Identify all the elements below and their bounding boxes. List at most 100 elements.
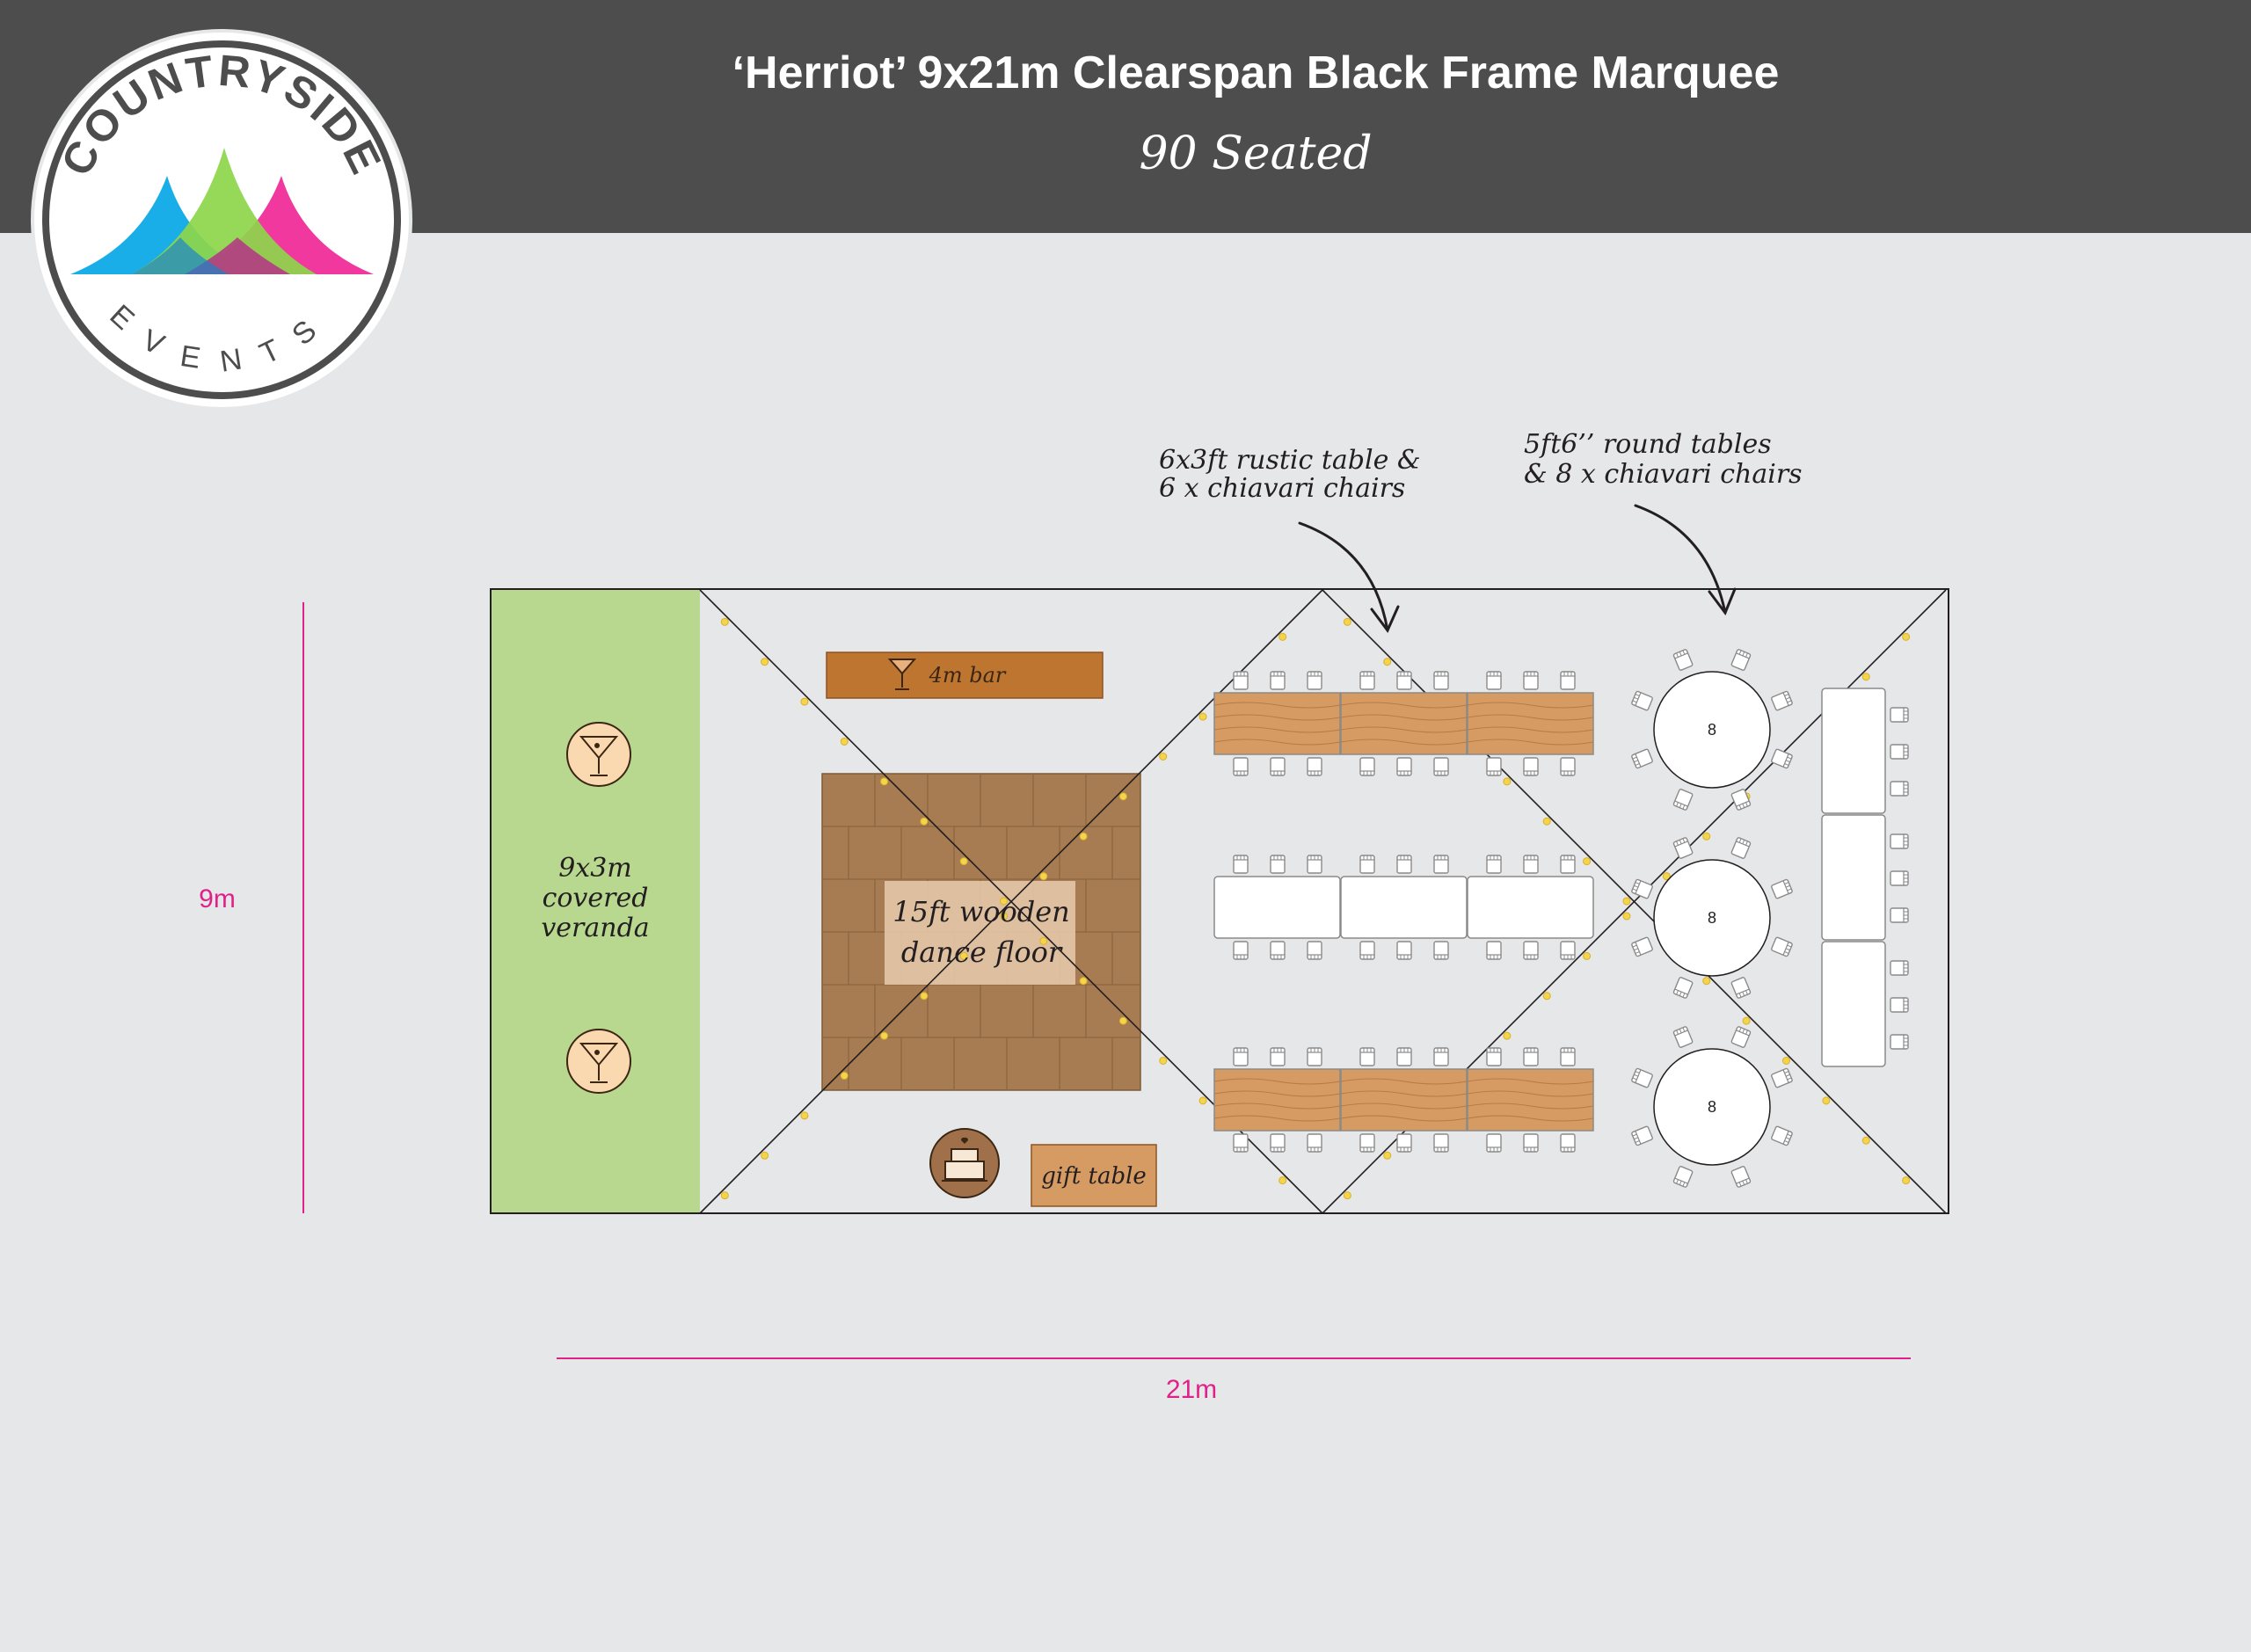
festoon-bulb xyxy=(1039,872,1048,881)
festoon-bulb xyxy=(1861,1136,1870,1145)
wood-grain xyxy=(1213,1103,1341,1110)
chiavari-chair xyxy=(1890,833,1909,849)
chiavari-chair xyxy=(1307,1047,1322,1066)
wood-grain xyxy=(1340,714,1468,721)
chiavari-chair xyxy=(1307,757,1322,776)
festoon-bulb xyxy=(1861,673,1870,681)
chiavari-chair xyxy=(1396,855,1412,874)
chiavari-chair xyxy=(1270,941,1286,960)
cocktail-icon xyxy=(566,1029,631,1094)
wood-grain xyxy=(1467,1115,1594,1122)
chiavari-chair xyxy=(1560,671,1576,690)
countryside-events-logo: COUNTRYSIDE EVENTS xyxy=(31,29,412,411)
festoon-bulb xyxy=(1742,1016,1751,1025)
chiavari-chair xyxy=(1307,941,1322,960)
festoon-bulb xyxy=(1902,1176,1911,1185)
wood-grain xyxy=(1340,1090,1468,1097)
rustic-table xyxy=(1340,1068,1468,1132)
chiavari-chair xyxy=(1560,941,1576,960)
festoon-bulb xyxy=(800,697,809,706)
wood-grain xyxy=(1467,1078,1594,1085)
chiavari-chair xyxy=(1359,1133,1375,1153)
chiavari-chair xyxy=(1523,941,1539,960)
rustic-table xyxy=(1213,1068,1341,1132)
round-table: 8 xyxy=(1653,1048,1771,1166)
chiavari-chair xyxy=(1433,1047,1449,1066)
chiavari-chair xyxy=(1486,941,1502,960)
festoon-bulb xyxy=(1542,817,1551,826)
end-table-layout xyxy=(1821,688,1909,1067)
wood-grain xyxy=(1467,702,1594,709)
rustic-table xyxy=(1467,692,1594,755)
page-subtitle: 90 Seated xyxy=(1139,127,1372,180)
wood-grain xyxy=(1467,714,1594,721)
chiavari-chair xyxy=(1396,1047,1412,1066)
chiavari-chair xyxy=(1396,671,1412,690)
chiavari-chair xyxy=(1523,855,1539,874)
chiavari-chair xyxy=(1433,757,1449,776)
chiavari-chair xyxy=(1890,870,1909,886)
covered-veranda xyxy=(492,590,700,1212)
chiavari-chair xyxy=(1560,1047,1576,1066)
veranda-label-line-2: covered xyxy=(543,883,649,913)
chiavari-chair xyxy=(1233,757,1249,776)
chiavari-chair xyxy=(1486,855,1502,874)
wood-grain xyxy=(1340,1078,1468,1085)
cocktail-icon xyxy=(566,722,631,787)
chiavari-chair xyxy=(1890,907,1909,923)
wood-grain xyxy=(1340,726,1468,733)
chiavari-chair xyxy=(1890,781,1909,797)
festoon-bulb xyxy=(880,777,889,786)
round-callout-line-2: & 8 x chiavari chairs xyxy=(1524,459,1803,490)
chiavari-chair xyxy=(1890,997,1909,1013)
chiavari-chair xyxy=(1396,941,1412,960)
festoon-bulb xyxy=(1503,777,1512,786)
chiavari-chair xyxy=(1270,757,1286,776)
gift-table-label: gift table xyxy=(1041,1163,1147,1190)
table-seat-count: 8 xyxy=(1708,909,1716,927)
festoon-bulb xyxy=(1622,897,1631,906)
chiavari-chair xyxy=(1523,1047,1539,1066)
festoon-bulb xyxy=(1583,951,1592,960)
chiavari-chair xyxy=(1359,855,1375,874)
festoon-bulb xyxy=(1198,712,1207,721)
round-table: 8 xyxy=(1653,671,1771,789)
festoon-bulb xyxy=(1383,1151,1392,1160)
festoon-bulb xyxy=(1198,1096,1207,1105)
veranda-label-line-1: 9x3m xyxy=(558,853,632,884)
end-trestle-table xyxy=(1821,688,1886,814)
chiavari-chair xyxy=(1359,1047,1375,1066)
festoon-bulb xyxy=(1503,1031,1512,1040)
chiavari-chair xyxy=(1233,1047,1249,1066)
rustic-callout-line-2: 6 x chiavari chairs xyxy=(1159,473,1405,504)
chiavari-chair xyxy=(1486,1133,1502,1153)
width-label: 21m xyxy=(1166,1375,1217,1404)
chiavari-chair xyxy=(1396,1133,1412,1153)
rustic-table xyxy=(1467,1068,1594,1132)
wedding-cake-icon xyxy=(929,1128,1000,1198)
chiavari-chair xyxy=(1560,855,1576,874)
callout-arrows xyxy=(1298,504,1737,633)
dance-floor-label-line-1: 15ft wooden xyxy=(892,895,1070,928)
festoon-bulb xyxy=(1343,617,1351,626)
festoon-bulb xyxy=(1079,832,1088,841)
festoon-bulb xyxy=(1702,832,1711,841)
festoon-bulb xyxy=(920,992,929,1001)
chiavari-chair xyxy=(1270,1133,1286,1153)
chiavari-chair xyxy=(1359,941,1375,960)
chiavari-chair xyxy=(1396,757,1412,776)
chiavari-chair xyxy=(1359,757,1375,776)
gift-table xyxy=(1031,1144,1157,1207)
festoon-bulb xyxy=(1583,857,1592,866)
veranda-label-line-3: veranda xyxy=(541,913,649,943)
chiavari-chair xyxy=(1307,1133,1322,1153)
festoon-bulb xyxy=(920,817,929,826)
height-label: 9m xyxy=(199,884,236,913)
chiavari-chair xyxy=(1560,1133,1576,1153)
wood-grain xyxy=(1213,739,1341,746)
festoon-bulb xyxy=(800,1111,809,1120)
chiavari-chair xyxy=(1307,671,1322,690)
round-callout-line-1: 5ft6’’ round tables xyxy=(1524,429,1772,460)
end-trestle-table xyxy=(1821,814,1886,941)
chiavari-chair xyxy=(1270,1047,1286,1066)
